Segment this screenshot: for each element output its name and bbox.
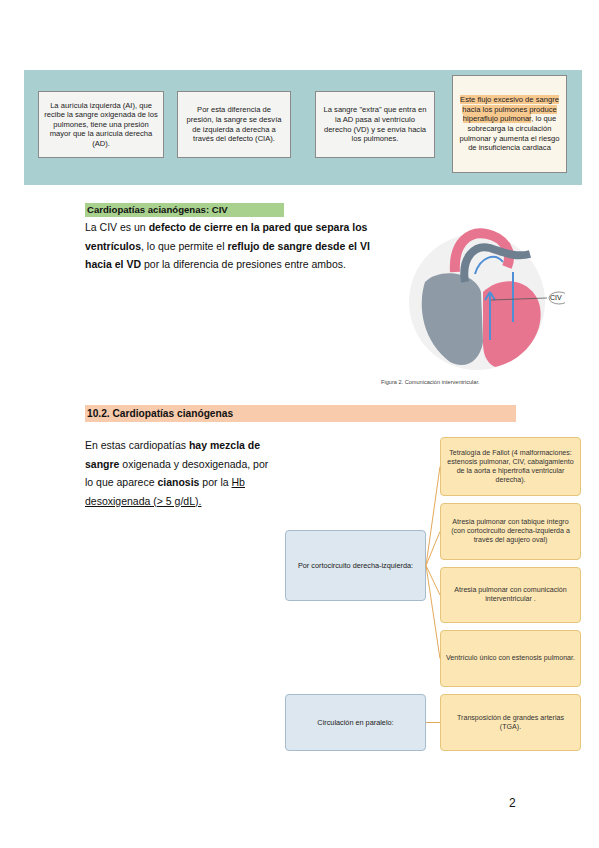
category-box: Circulación en paralelo: [285, 694, 426, 751]
disease-box: Atresia pulmonar con tabique íntegro (co… [440, 503, 581, 560]
leader-line [491, 298, 547, 300]
flow-arrow [512, 272, 514, 322]
box-text: La sangre "extra" que entra en la AD pas… [321, 105, 429, 143]
connector-line [426, 722, 440, 723]
left-heart [483, 281, 541, 367]
box-text: Este flujo excesivo de sangre hacia los … [458, 95, 561, 153]
disease-box: Ventrículo único con estenosis pulmonar. [440, 630, 581, 687]
process-box: La sangre "extra" que entra en la AD pas… [315, 91, 435, 158]
right-heart [422, 273, 483, 365]
text-emphasis: hay mezcla de sangre [85, 439, 260, 470]
box-text: Atresia pulmonar con comunicación interv… [446, 586, 575, 604]
text-emphasis: cianosis [157, 476, 199, 488]
flow-arrow [485, 292, 495, 340]
section-heading: Cardiopatías acianógenas: CIV [85, 203, 284, 217]
disease-box: Transposición de grandes arterias (TGA). [440, 694, 581, 751]
page-number: 2 [509, 796, 529, 810]
callout-label: CIV [550, 293, 570, 302]
box-text: Por esta diferencia de presión, la sangr… [183, 105, 285, 143]
category-box: Por cortocircuito derecha-izquierda: [285, 530, 426, 601]
text-emphasis: Este flujo excesivo de sangre hacia los … [460, 95, 559, 123]
section-heading: 10.2. Cardiopatías cianógenas [85, 405, 516, 422]
connector-line [426, 566, 440, 596]
process-box: Por esta diferencia de presión, la sangr… [177, 91, 291, 158]
connector-line [426, 467, 440, 566]
box-text: Atresia pulmonar con tabique íntegro (co… [446, 518, 575, 545]
pulmonary-artery [464, 247, 530, 282]
connector-line [426, 532, 440, 566]
figure-caption: Figura 2. Comunicación interventricular. [381, 379, 480, 385]
box-text: Tetralogía de Fallot (4 malformaciones: … [446, 449, 575, 485]
figure-background [409, 234, 545, 370]
body-paragraph: La CIV es un defecto de cierre en la par… [85, 218, 395, 274]
flow-arrow [475, 257, 503, 274]
box-text: Por cortocircuito derecha-izquierda: [298, 561, 413, 570]
box-text: Circulación en paralelo: [317, 718, 393, 727]
disease-box: Atresia pulmonar con comunicación interv… [440, 567, 581, 623]
callout-outline [549, 292, 565, 304]
body-paragraph: En estas cardiopatías hay mezcla de sang… [85, 436, 275, 510]
connector-line [426, 566, 440, 659]
box-text: La aurícula izquierda (AI), que recibe l… [44, 101, 158, 149]
box-text: Ventrículo único con estenosis pulmonar. [446, 654, 575, 663]
process-box: Este flujo excesivo de sangre hacia los … [452, 75, 567, 173]
box-text: Transposición de grandes arterias (TGA). [446, 714, 575, 732]
process-box: La aurícula izquierda (AI), que recibe l… [38, 91, 164, 158]
heart-illustration [395, 212, 565, 377]
disease-box: Tetralogía de Fallot (4 malformaciones: … [440, 437, 581, 496]
